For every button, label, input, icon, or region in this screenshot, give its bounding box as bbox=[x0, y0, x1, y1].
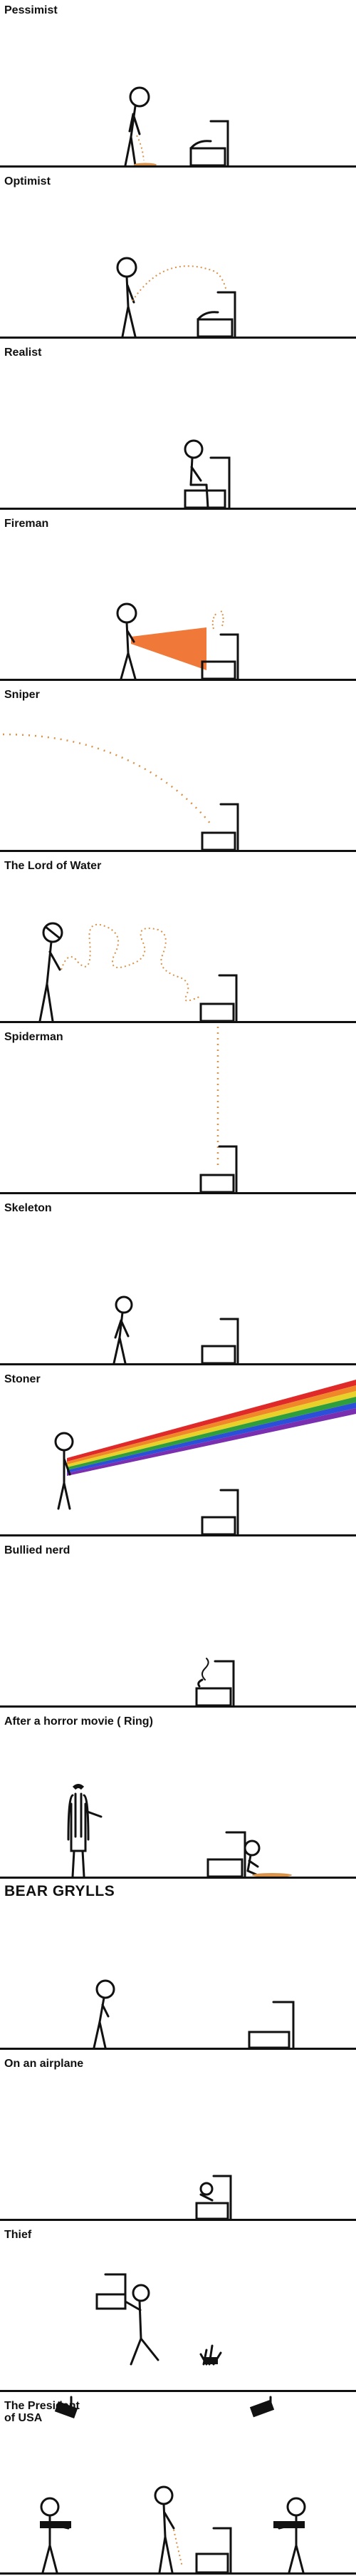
skeleton-drawing bbox=[112, 1295, 239, 1365]
ground-line bbox=[0, 2048, 356, 2050]
panel-skeleton: Skeleton bbox=[0, 1198, 356, 1369]
panel-label-bear-grylls: BEAR GRYLLS bbox=[4, 1883, 115, 1899]
optimist-drawing bbox=[116, 257, 236, 338]
ground-line bbox=[0, 165, 356, 168]
realist-drawing bbox=[184, 439, 231, 509]
horror-movie-drawing bbox=[67, 1784, 292, 1878]
panel-label-airplane: On an airplane bbox=[4, 2058, 84, 2070]
panel-label-optimist: Optimist bbox=[4, 175, 51, 188]
panel-label-sniper: Sniper bbox=[4, 689, 40, 701]
airplane-drawing bbox=[195, 2175, 232, 2220]
pessimist-drawing bbox=[124, 86, 229, 167]
sniper-drawing bbox=[2, 733, 239, 851]
ground-line bbox=[0, 2219, 356, 2221]
spiderman-drawing bbox=[199, 1027, 238, 1194]
rainbow-stream bbox=[67, 1380, 356, 1476]
panel-horror-movie: After a horror movie ( Ring) bbox=[0, 1711, 356, 1882]
lord-of-water-drawing bbox=[38, 922, 238, 1022]
panel-realist: Realist bbox=[0, 342, 356, 513]
fire-hose-stream bbox=[131, 627, 206, 670]
panel-pessimist: Pessimist bbox=[0, 0, 356, 171]
panel-label-horror-movie: After a horror movie ( Ring) bbox=[4, 1715, 153, 1728]
panel-spiderman: Spiderman bbox=[0, 1027, 356, 1198]
ground-line bbox=[0, 1877, 356, 1879]
panel-bear-grylls: BEAR GRYLLS bbox=[0, 1882, 356, 2053]
panel-president: The President of USA bbox=[0, 2396, 356, 2576]
panel-label-fireman: Fireman bbox=[4, 518, 49, 530]
ground-line bbox=[0, 337, 356, 339]
panel-stoner: Stoner bbox=[0, 1369, 356, 1540]
panel-label-pessimist: Pessimist bbox=[4, 4, 58, 16]
thief-drawing bbox=[95, 2273, 222, 2366]
fireman-drawing bbox=[116, 602, 239, 680]
ground-line bbox=[0, 1021, 356, 1023]
bullied-nerd-drawing bbox=[195, 1658, 235, 1707]
agent-gun-right bbox=[273, 2521, 305, 2528]
ground-line bbox=[0, 2572, 356, 2575]
ground-line bbox=[0, 1705, 356, 1708]
panel-optimist: Optimist bbox=[0, 171, 356, 342]
president-drawing bbox=[40, 2396, 306, 2574]
panel-label-skeleton: Skeleton bbox=[4, 1202, 52, 1214]
agent-gun-left bbox=[40, 2521, 71, 2528]
ground-line bbox=[0, 1192, 356, 1194]
ground-line bbox=[0, 2390, 356, 2392]
ground-line bbox=[0, 508, 356, 510]
panel-airplane: On an airplane bbox=[0, 2053, 356, 2225]
panel-label-lord-of-water: The Lord of Water bbox=[4, 860, 102, 872]
panel-lord-of-water: The Lord of Water bbox=[0, 856, 356, 1027]
panel-thief: Thief bbox=[0, 2225, 356, 2396]
ground-line bbox=[0, 850, 356, 852]
panel-bullied-nerd: Bullied nerd bbox=[0, 1540, 356, 1711]
ground-line bbox=[0, 1363, 356, 1365]
panel-label-thief: Thief bbox=[4, 2229, 32, 2241]
panel-label-stoner: Stoner bbox=[4, 1373, 41, 1385]
stoner-drawing bbox=[54, 1380, 356, 1536]
panel-label-bullied-nerd: Bullied nerd bbox=[4, 1544, 70, 1556]
bear-grylls-drawing bbox=[93, 1979, 295, 2049]
panel-sniper: Sniper bbox=[0, 684, 356, 856]
panel-fireman: Fireman bbox=[0, 513, 356, 684]
ground-line bbox=[0, 679, 356, 681]
panel-label-realist: Realist bbox=[4, 347, 42, 359]
panel-label-spiderman: Spiderman bbox=[4, 1031, 63, 1043]
ground-line bbox=[0, 1534, 356, 1536]
